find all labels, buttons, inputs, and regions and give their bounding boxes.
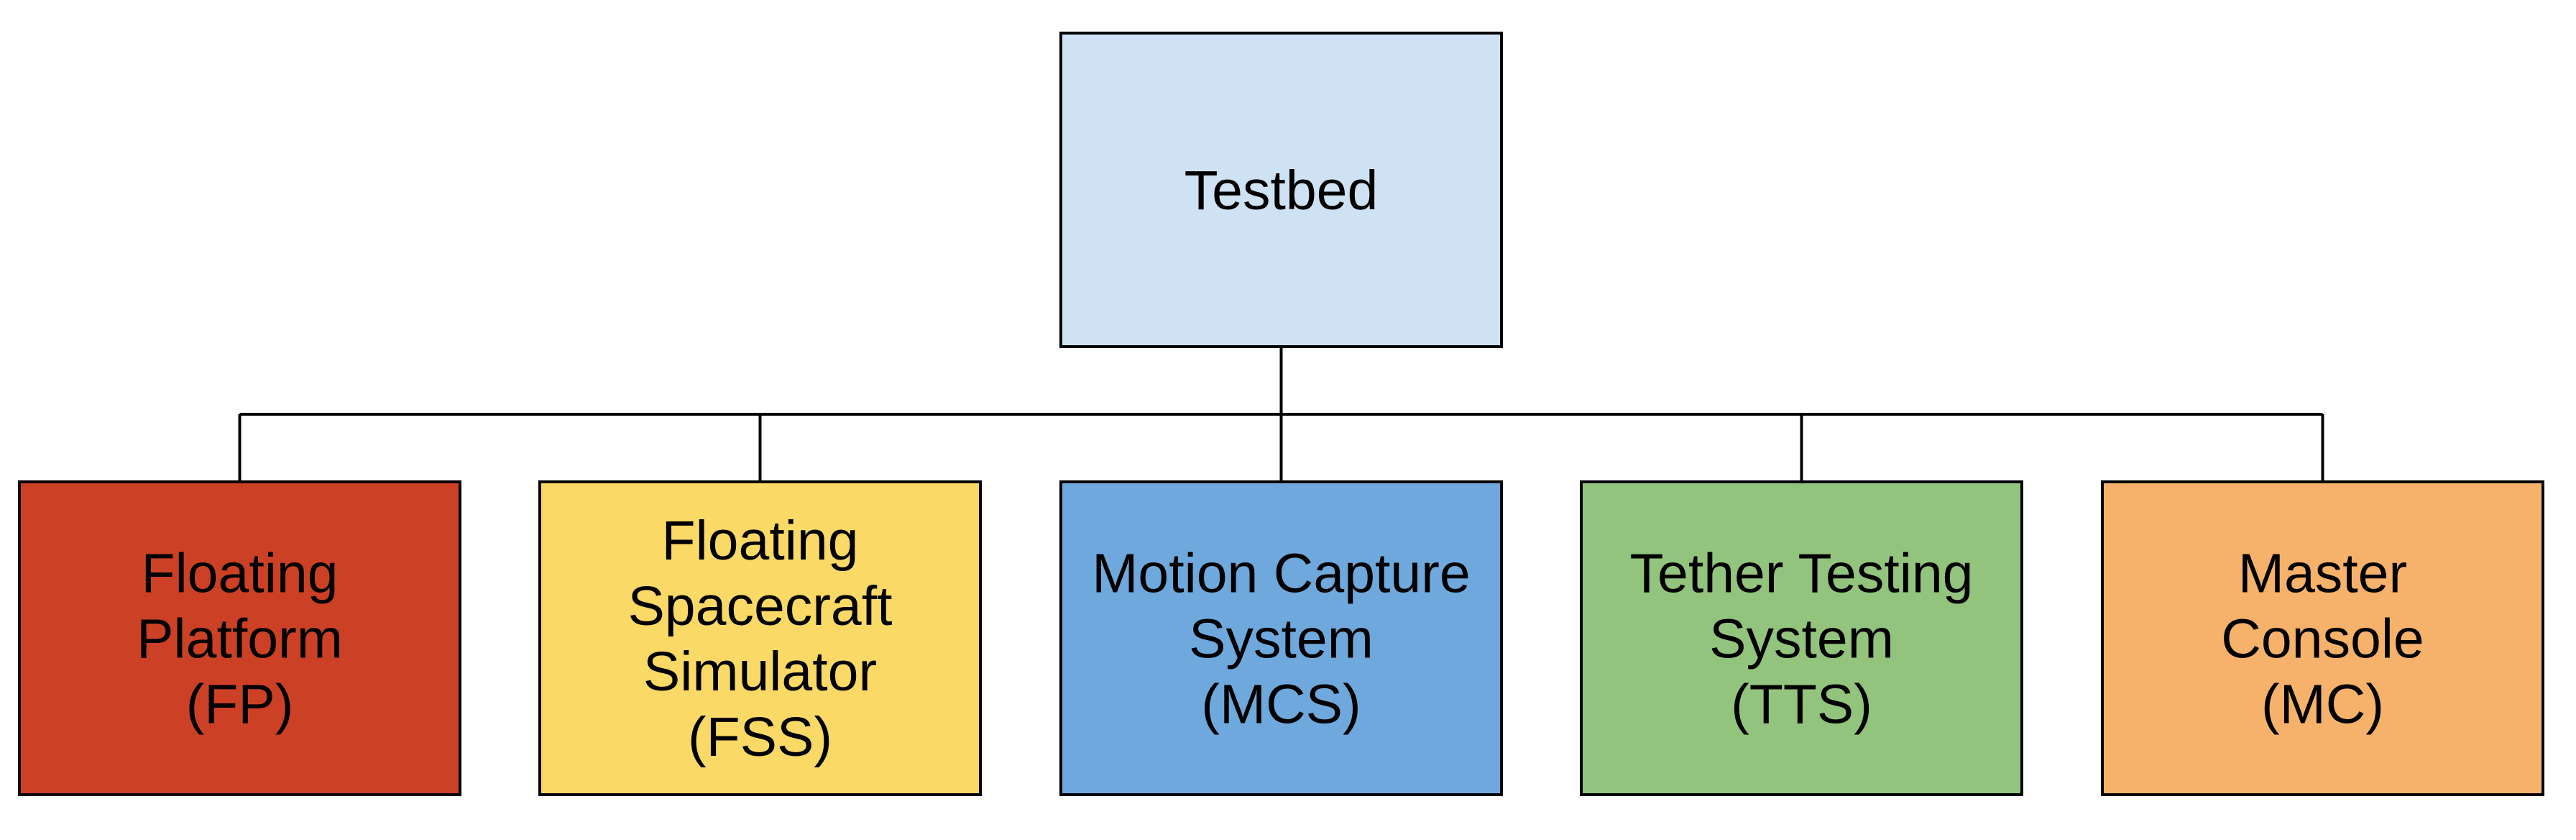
node-mc-box <box>2101 480 2544 796</box>
node-tts-label-line: System <box>1709 608 1894 670</box>
node-mcs-box <box>1059 480 1503 796</box>
node-testbed-box <box>1059 32 1503 348</box>
node-fss-label-line: Simulator <box>643 641 877 703</box>
node-tts-label-line: (TTS) <box>1731 674 1872 736</box>
node-fp-label-line: Platform <box>137 608 343 670</box>
node-fss-box <box>538 480 982 796</box>
node-tts-label-line: Tether Testing <box>1630 543 1974 605</box>
node-fss-label-line: (FSS) <box>688 706 832 768</box>
node-mcs-label-line: Motion Capture <box>1092 543 1470 605</box>
node-mc-label-line: Console <box>2221 608 2424 670</box>
node-mcs-label-line: (MCS) <box>1201 674 1361 736</box>
node-mc-label-line: Master <box>2238 543 2407 605</box>
node-mcs-label-line: System <box>1189 608 1374 670</box>
node-fp-box <box>18 480 461 796</box>
child-nodes: FloatingPlatform(FP)FloatingSpacecraftSi… <box>18 480 2544 796</box>
node-fp-label-line: Floating <box>142 543 339 605</box>
connector-lines <box>238 347 2324 482</box>
node-tts-box <box>1580 480 2023 796</box>
node-mc-label-line: (MC) <box>2261 674 2384 736</box>
node-fss-label-line: Spacecraft <box>627 575 892 637</box>
node-fp-label-line: (FP) <box>186 674 294 736</box>
node-testbed-label-line: Testbed <box>1184 160 1379 222</box>
node-fss-label-line: Floating <box>662 510 859 572</box>
root-node-testbed: Testbed <box>1059 32 1503 348</box>
